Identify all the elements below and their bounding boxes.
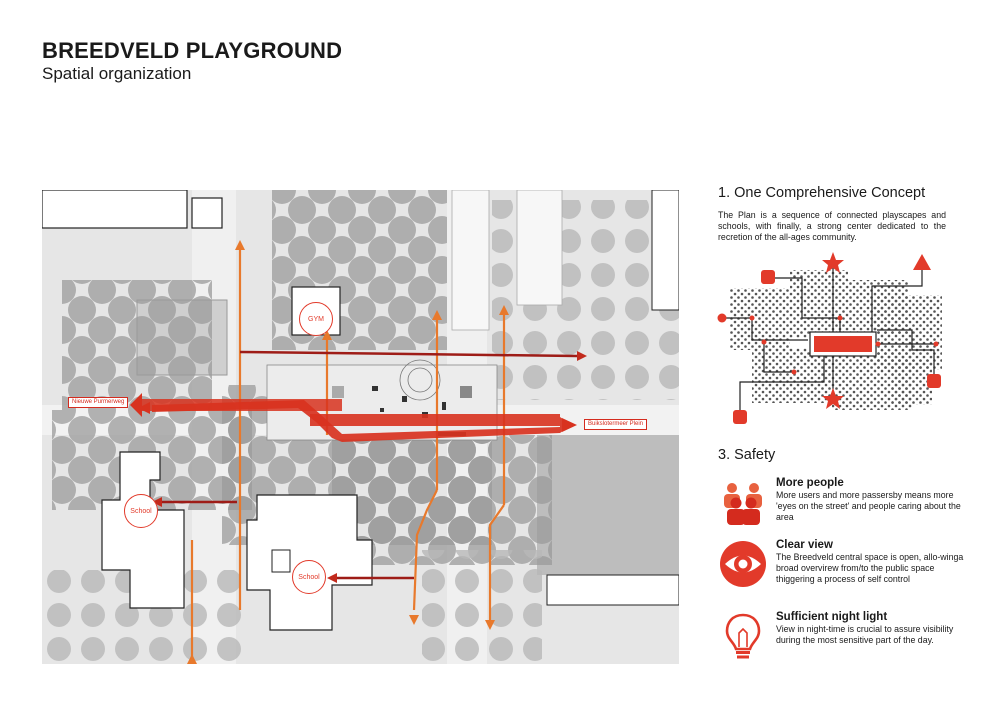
site-plan-drawing bbox=[42, 190, 679, 664]
safety-item-title: Sufficient night light bbox=[776, 611, 888, 623]
street-label-nieuwe-purmerweg: Nieuwe Purmerweg bbox=[68, 397, 129, 408]
eye-icon bbox=[718, 539, 768, 589]
page-title: BREEDVELD PLAYGROUND bbox=[42, 38, 343, 63]
safety-item-text: View in night-time is crucial to assure … bbox=[776, 624, 954, 645]
school-marker-center: School bbox=[292, 560, 326, 594]
safety-item-title: More people bbox=[776, 477, 844, 489]
school-marker-left: School bbox=[124, 494, 158, 528]
gym-marker: GYM bbox=[299, 302, 333, 336]
concept-diagram-graphic bbox=[717, 252, 942, 424]
concept-section-title: 1. One Comprehensive Concept bbox=[718, 185, 926, 201]
safety-item-more-people: More people More users and more passersb… bbox=[718, 477, 978, 547]
safety-item-night-light: Sufficient night light View in night-tim… bbox=[718, 611, 978, 681]
safety-item-title: Clear view bbox=[776, 539, 833, 551]
people-icon bbox=[718, 477, 768, 527]
concept-diagram bbox=[712, 250, 958, 426]
safety-section-title: 3. Safety bbox=[718, 447, 776, 463]
lightbulb-icon bbox=[718, 611, 768, 661]
street-label-buikslotermeer-plein: Buikslotermeer Plein bbox=[584, 419, 648, 430]
concept-section-text: The Plan is a sequence of connected play… bbox=[718, 210, 946, 242]
safety-item-clear-view: Clear view The Breedveld central space i… bbox=[718, 539, 978, 609]
safety-item-text: More users and more passersby means more… bbox=[776, 490, 961, 522]
page-subtitle: Spatial organization bbox=[42, 64, 192, 83]
safety-item-text: The Breedveld central space is open, all… bbox=[776, 552, 964, 584]
site-plan: Nieuwe Purmerweg Buikslotermeer Plein GY… bbox=[42, 190, 679, 664]
